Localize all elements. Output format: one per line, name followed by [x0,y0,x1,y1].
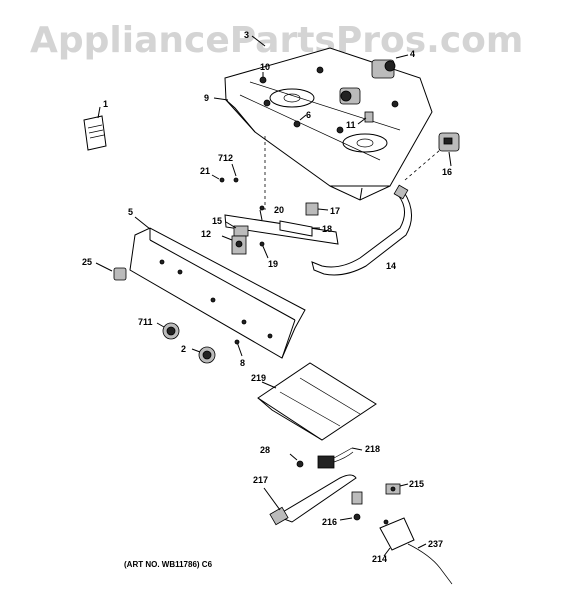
callout-216: 216 [322,517,337,527]
part-214-igniter [379,517,415,557]
part-17-valve-bracket [305,202,329,216]
part-711-bezel [156,322,180,340]
part-219-shield [257,362,377,441]
callout-712: 712 [218,153,233,163]
part-218-ignitor [317,447,363,469]
callout-12: 12 [201,229,211,239]
callout-2: 2 [181,344,186,354]
callout-8: 8 [240,358,245,368]
part-216-nut [339,491,363,521]
callout-10: 10 [260,62,270,72]
callout-1: 1 [103,99,108,109]
part-5-manifold-panel [129,216,306,359]
part-237-wire [407,543,453,585]
callout-labels: 1 2 3 4 5 6 8 9 10 11 12 14 15 16 17 18 … [82,30,452,564]
callout-237: 237 [428,539,443,549]
part-4-valve [339,54,409,105]
callout-14: 14 [386,261,396,271]
callout-18: 18 [322,224,332,234]
watermark: AppliancePartsPros.com [30,20,523,61]
callout-21: 21 [200,166,210,176]
callout-3: 3 [244,30,249,40]
callout-6: 6 [306,110,311,120]
callout-215: 215 [409,479,424,489]
callout-9: 9 [204,93,209,103]
callout-217: 217 [253,475,268,485]
callout-17: 17 [330,206,340,216]
part-21-screw [211,174,225,183]
part-217-burner [263,474,357,526]
part-12-valve [221,235,247,255]
callout-15: 15 [212,216,222,226]
part-215-bracket [385,483,409,495]
callout-219: 219 [251,373,266,383]
part-28-screw [289,453,304,468]
art-number: (ART NO. WB11786) C6 [124,560,213,569]
part-8-screw [234,339,243,357]
callout-4: 4 [410,49,415,59]
part-18-bracket [279,220,320,237]
callout-214: 214 [372,554,387,564]
part-10-screw [259,72,267,84]
callout-25: 25 [82,257,92,267]
callout-19: 19 [268,259,278,269]
part-11-clip [357,111,374,125]
callout-20: 20 [274,205,284,215]
callout-218: 218 [365,444,380,454]
callout-711: 711 [138,317,153,327]
part-9-burner-box [213,47,433,201]
callout-11: 11 [346,120,356,130]
part-19-screw [259,241,269,259]
callout-16: 16 [442,167,452,177]
part-2-knob [191,346,216,364]
callout-28: 28 [260,445,270,455]
part-1-manual [83,106,107,151]
part-16-regulator [438,132,460,167]
callout-5: 5 [128,207,133,217]
part-6-screw [293,114,307,128]
part-14-gas-line [311,184,412,276]
part-25-clip [95,262,127,281]
leader-3 [251,35,266,47]
part-712-screw [231,163,239,183]
